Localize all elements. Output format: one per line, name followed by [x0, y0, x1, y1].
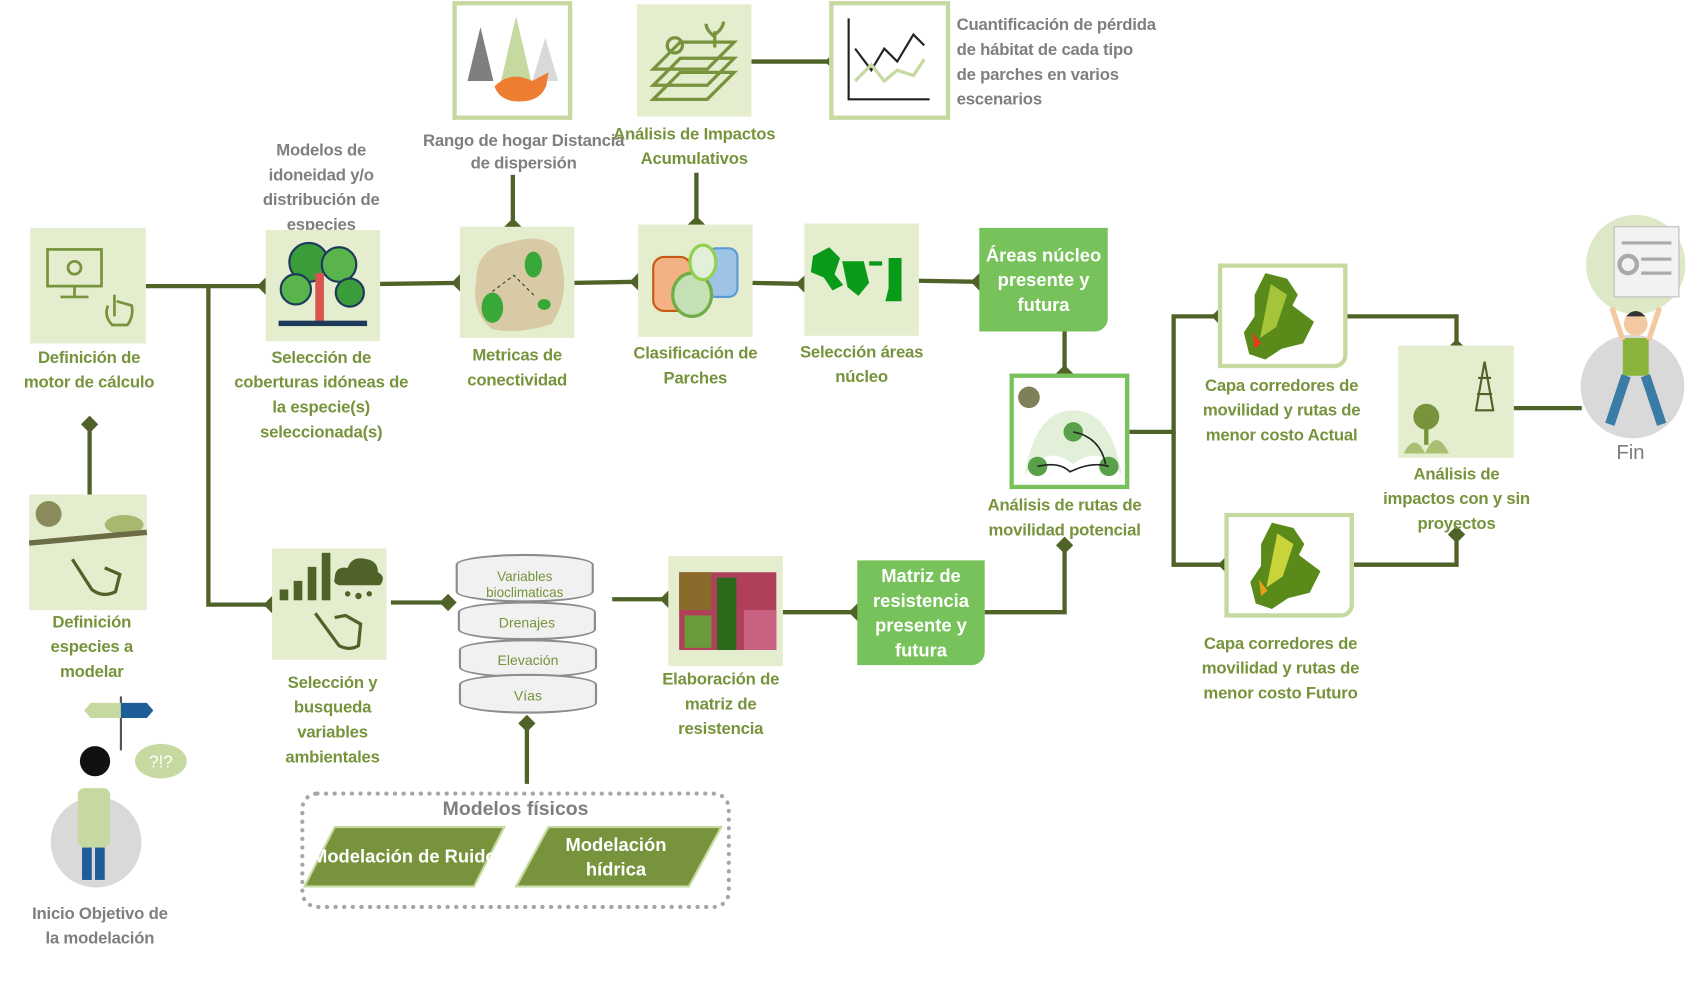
land-layers-icon	[649, 21, 739, 101]
matriz-box: Matriz de resistencia presente y futura	[857, 560, 985, 666]
impactos-proyectos-node	[1398, 345, 1514, 458]
elaboracion-label: Elaboración de matriz de resistencia	[662, 670, 780, 739]
connector	[1129, 307, 1229, 435]
coberturas-node	[265, 229, 381, 342]
core-areas-icon	[810, 247, 902, 302]
variables-node	[272, 548, 387, 660]
rango-label: Rango de hogar Distancia de dispersión	[423, 131, 625, 173]
metricas-node	[459, 226, 575, 338]
modelos-fisicos-title: Modelos físicos	[442, 797, 589, 820]
connector	[206, 286, 281, 614]
cuantificacion-node	[829, 1, 951, 120]
db-layer-vias: Vías	[458, 673, 598, 714]
connector	[1347, 314, 1466, 357]
modelos-fisicos-group: Modelos físicos Modelación de Ruido Mode…	[300, 791, 731, 910]
connectivity-map-icon	[475, 238, 565, 332]
clasificacion-label: Clasificación de Parches	[633, 344, 758, 388]
variables-label: Selección y busqueda variables ambiental…	[285, 673, 380, 767]
impactos-acumulativos-label: Análisis de Impactos Acumulativos	[613, 125, 776, 169]
modelacion-ruido: Modelación de Ruido	[302, 825, 506, 888]
capa-futuro-node	[1224, 512, 1354, 618]
rutas-label: Análisis de rutas de movilidad potencial	[987, 496, 1142, 540]
db-layer-drenajes: Drenajes	[457, 601, 596, 641]
computer-settings-touch-icon	[46, 248, 134, 327]
patches-icon	[652, 243, 739, 318]
forest-icon	[278, 241, 368, 327]
elaboracion-node	[668, 556, 783, 667]
capa-actual-label: Capa corredores de movilidad y rutas de …	[1202, 376, 1361, 445]
bars-rain-touch-icon	[279, 552, 383, 650]
inicio-label: Inicio Objetivo de la modelación	[32, 904, 168, 948]
sloth-jaguar-touch-icon	[28, 500, 148, 597]
capa-actual-node	[1217, 263, 1348, 369]
motor-node	[30, 227, 146, 344]
connector	[574, 273, 647, 291]
metricas-label: Metricas de conectividad	[467, 346, 568, 390]
especies-label: Definición especies a modelar	[50, 613, 134, 682]
connector	[380, 274, 469, 292]
areas-nucleo-box: Áreas núcleo presente y futura	[979, 227, 1108, 332]
connector	[752, 275, 814, 293]
coberturas-label: Selección de coberturas idóneas de la es…	[234, 348, 409, 442]
seleccion-nucleo-node	[804, 223, 919, 336]
especies-node	[28, 494, 148, 611]
modelacion-hidrica: Modelación hídrica	[514, 825, 724, 888]
cuantificacion-label: Cuantificación de pérdida de hábitat de …	[956, 16, 1156, 110]
areas-nucleo-label: Áreas núcleo presente y futura	[985, 244, 1102, 315]
bubble-text: ?!?	[149, 752, 173, 772]
modelos-idoneidad-note: Modelos de idoneidad y/o distribución de…	[262, 141, 380, 235]
modelacion-hidrica-label: Modelación hídrica	[565, 834, 667, 880]
fox-forest-icon	[467, 16, 559, 102]
connector	[918, 273, 988, 291]
map-actual-icon	[1243, 273, 1314, 360]
mobility-routes-icon	[1018, 386, 1122, 477]
motor-label: Definición de motor de cálculo	[23, 348, 155, 392]
db-layer-bioclimaticas: Variables bioclimaticas	[455, 553, 594, 603]
person-thinking-icon: ?!?	[50, 696, 187, 888]
connector	[1353, 525, 1466, 567]
tower-trees-icon	[1403, 361, 1495, 454]
db-layer-elevacion: Elevación	[458, 639, 598, 679]
person-holding-reports-icon	[1580, 214, 1686, 439]
seleccion-nucleo-label: Selección áreas núcleo	[799, 343, 924, 387]
capa-futuro-label: Capa corredores de movilidad y rutas de …	[1201, 634, 1360, 703]
connector	[1171, 431, 1236, 574]
map-futuro-icon	[1250, 522, 1321, 609]
line-chart-icon	[847, 18, 930, 101]
impactos-acumulativos-node	[637, 4, 752, 117]
connector	[984, 536, 1074, 615]
matriz-label: Matriz de resistencia presente y futura	[873, 565, 969, 661]
rutas-node	[1009, 373, 1130, 490]
impactos-proyectos-label: Análisis de impactos con y sin proyectos	[1383, 465, 1530, 534]
variables-database: Variables bioclimaticas Drenajes Elevaci…	[455, 553, 599, 714]
modelacion-ruido-label: Modelación de Ruido	[312, 846, 497, 867]
satellite-image-icon	[679, 572, 777, 650]
rango-node	[452, 1, 573, 120]
fin-label: Fin	[1616, 441, 1645, 465]
clasificacion-node	[638, 224, 753, 337]
